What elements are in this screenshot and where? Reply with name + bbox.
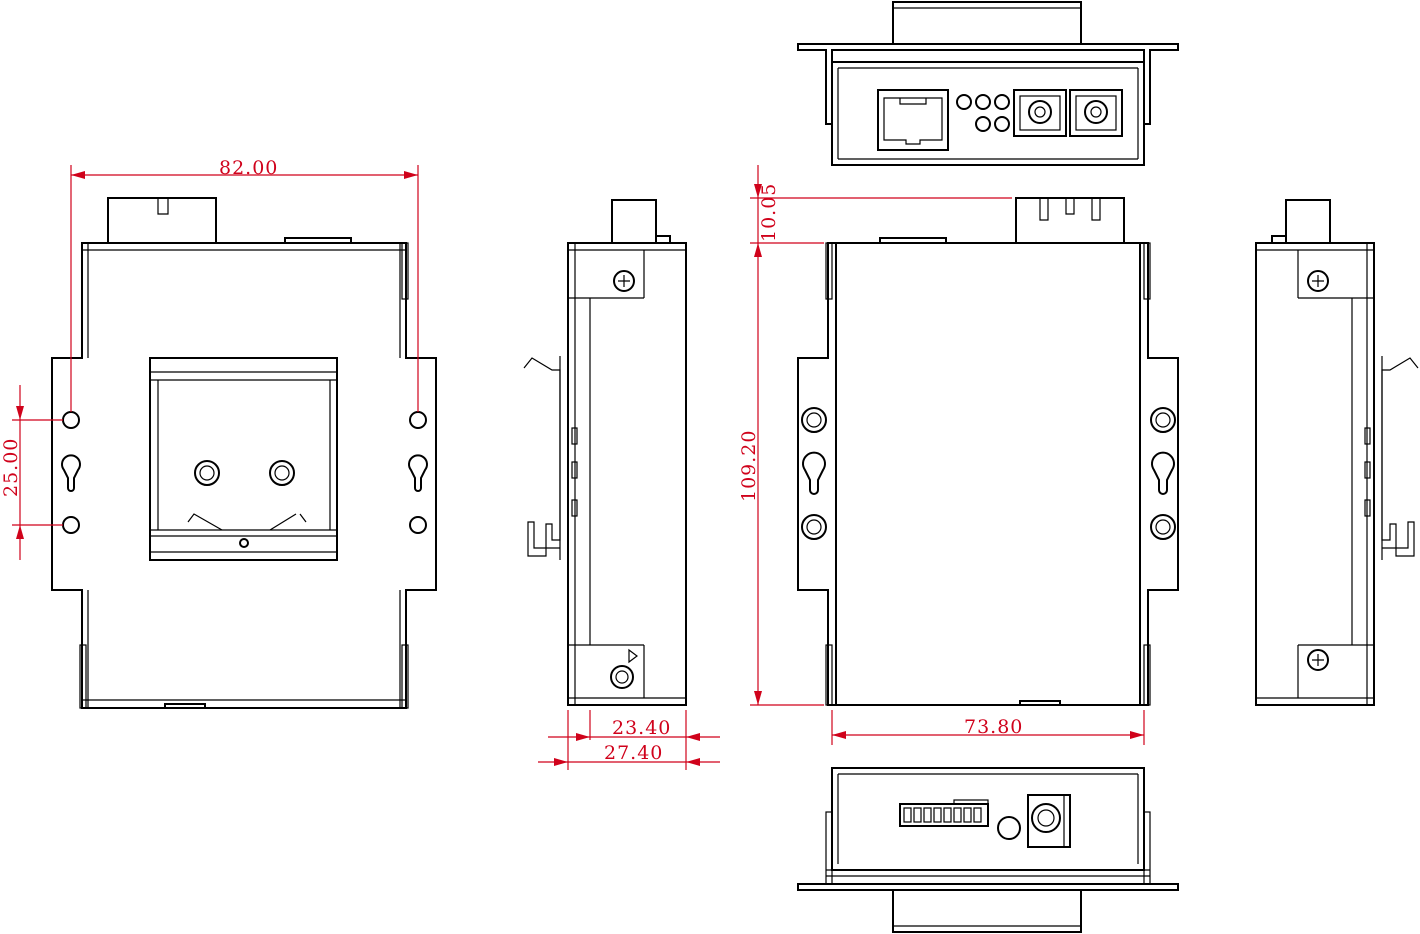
mount-hole-right-top [409, 411, 427, 429]
side-din-clip [523, 357, 561, 557]
din-screw-right [269, 460, 295, 486]
mount-hole-right-bottom [409, 516, 427, 534]
side-view-right [1255, 199, 1419, 706]
bottom-view [797, 767, 1179, 933]
led-2 [975, 94, 991, 110]
led-5 [994, 116, 1010, 132]
dim-label-23: 23.40 [612, 717, 671, 739]
mount-hole-left-top [62, 411, 80, 429]
rear-connector-block [107, 197, 217, 245]
side-body [567, 242, 687, 706]
keyhole-right [408, 454, 428, 492]
side-screw-bottom [610, 665, 634, 689]
dim-label-25: 25.00 [0, 438, 22, 497]
led-3 [994, 94, 1010, 110]
side-arrow-mark [628, 648, 638, 664]
mount-hole-left-bottom [62, 516, 80, 534]
rear-view: 82.00 25.00 [0, 157, 437, 709]
led-4 [975, 116, 991, 132]
side-view-left: 23.40 27.40 [523, 199, 720, 770]
rj45-port [877, 89, 949, 151]
reset-button [997, 816, 1021, 840]
dim-label-82: 82.00 [219, 157, 278, 179]
rear-connector-notch [157, 198, 169, 215]
dim-label-10: 10.05 [758, 183, 780, 242]
side-right-din-clip [1381, 357, 1419, 557]
side-right-body [1255, 242, 1375, 706]
front-view: 10.05 109.20 73.80 [738, 165, 1179, 745]
front-fiber-connector [1015, 197, 1125, 244]
din-rail-clip [149, 357, 338, 561]
led-1 [956, 94, 972, 110]
top-view [797, 1, 1179, 166]
dim-label-73: 73.80 [964, 716, 1023, 738]
bottom-rail [892, 889, 1082, 933]
top-rail [892, 1, 1082, 45]
side-connector [611, 199, 657, 244]
din-screw-left [194, 460, 220, 486]
dim-label-109: 109.20 [738, 430, 760, 502]
keyhole-left [61, 454, 81, 492]
dim-label-27: 27.40 [604, 742, 663, 764]
side-right-connector [1285, 199, 1331, 244]
